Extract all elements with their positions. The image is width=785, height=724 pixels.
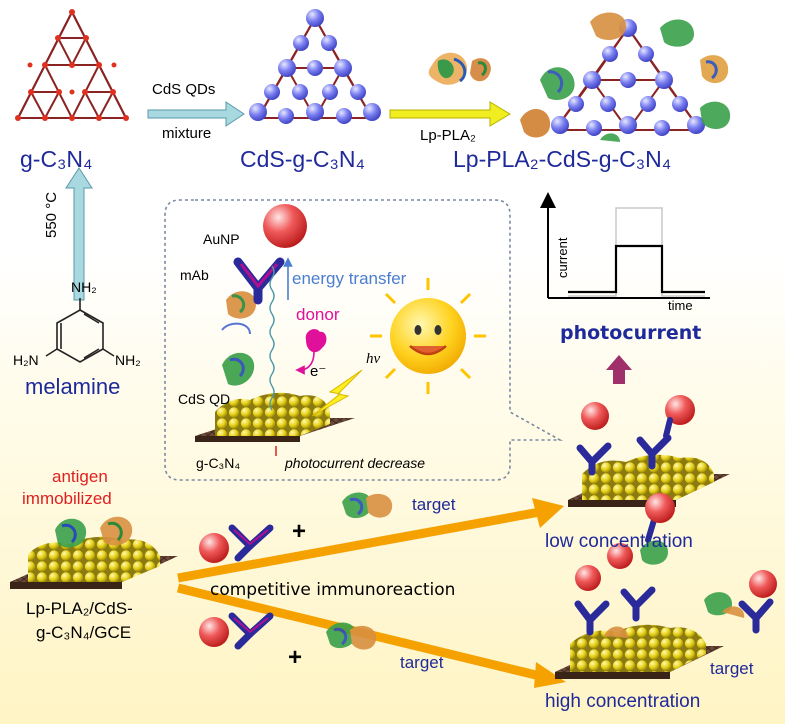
inset-aunp (263, 204, 307, 248)
photocurrent-decrease-label: photocurrent decrease (285, 455, 426, 471)
lp-pla2-arrow (389, 52, 511, 127)
immobilized-label: immobilized (22, 489, 112, 508)
free-target-complex (704, 570, 777, 634)
inset-cds-electrode (195, 392, 355, 442)
nh2-left-label: H₂N (13, 352, 39, 368)
light-bolt (311, 369, 363, 417)
energy-transfer-label: energy transfer (292, 269, 407, 288)
hv-label: hv (366, 351, 381, 367)
gcn-nodes (15, 9, 129, 121)
plus-sign-1: + (292, 518, 307, 545)
photocurrent-graph (540, 192, 710, 299)
competitive-immunoreaction-label: competitive immunoreaction (210, 580, 456, 600)
aunp-label: AuNP (203, 231, 240, 247)
donor-blob (305, 329, 327, 353)
low-concentration-label: low concentration (545, 531, 693, 552)
temperature-label: 550 °C (43, 191, 60, 238)
donor-label: donor (296, 305, 340, 324)
target-label-1: target (412, 495, 456, 514)
cds-mixture-arrow (147, 101, 245, 127)
nh2-right-label: NH₂ (115, 352, 141, 368)
nh2-top-label: NH₂ (71, 279, 97, 295)
sun-icon (370, 278, 486, 394)
photocurrent-up-arrow (606, 355, 632, 384)
bottom-electrode (10, 516, 178, 589)
high-concentration-electrode (555, 493, 724, 679)
cds-gcn-label: CdS-g-C₃N₄ (240, 146, 365, 172)
gcn-label: g-C₃N₄ (20, 146, 93, 172)
graph-y-label: current (555, 237, 570, 278)
energy-transfer-wave (269, 265, 275, 411)
cds-qds-label: CdS QDs (152, 81, 216, 98)
reagent-antibody-2 (199, 612, 274, 650)
inset-protein-stack (221, 291, 256, 386)
melamine-label: melamine (25, 374, 121, 399)
electrode-label-line2: g-C₃N₄/GCE (36, 623, 132, 642)
lp-pla2-label: Lp-PLA₂ (420, 127, 476, 144)
mixture-label: mixture (162, 125, 212, 142)
inset-gcn-label: g-C₃N₄ (196, 455, 241, 471)
melamine-structure (45, 298, 115, 363)
plus-sign-2: + (288, 644, 303, 671)
mab-label: mAb (180, 267, 209, 283)
graph-x-label: time (668, 298, 693, 313)
lp-cds-gcn-label: Lp-PLA₂-CdS-g-C₃N₄ (453, 146, 672, 172)
electrode-label-line1: Lp-PLA₂/CdS- (26, 599, 133, 618)
reagent-antibody-1 (199, 524, 274, 563)
reagent-protein-2 (326, 622, 377, 650)
electron-arrow (295, 351, 315, 375)
cds-gcn-structure (249, 9, 381, 124)
low-concentration-electrode (568, 395, 730, 507)
target-label-3: target (710, 659, 754, 678)
inset-frame (164, 199, 564, 481)
heating-arrow (65, 167, 93, 301)
antigen-label: antigen (52, 467, 108, 486)
cds-qd-label: CdS QD (178, 391, 231, 407)
target-label-2: target (400, 653, 444, 672)
reagent-protein-1 (342, 492, 393, 519)
electron-label: e⁻ (310, 363, 327, 380)
photocurrent-caption: photocurrent (560, 322, 702, 344)
lp-cds-gcn-structure (520, 12, 731, 142)
high-concentration-label: high concentration (545, 691, 701, 712)
inset-antibody (233, 257, 285, 305)
